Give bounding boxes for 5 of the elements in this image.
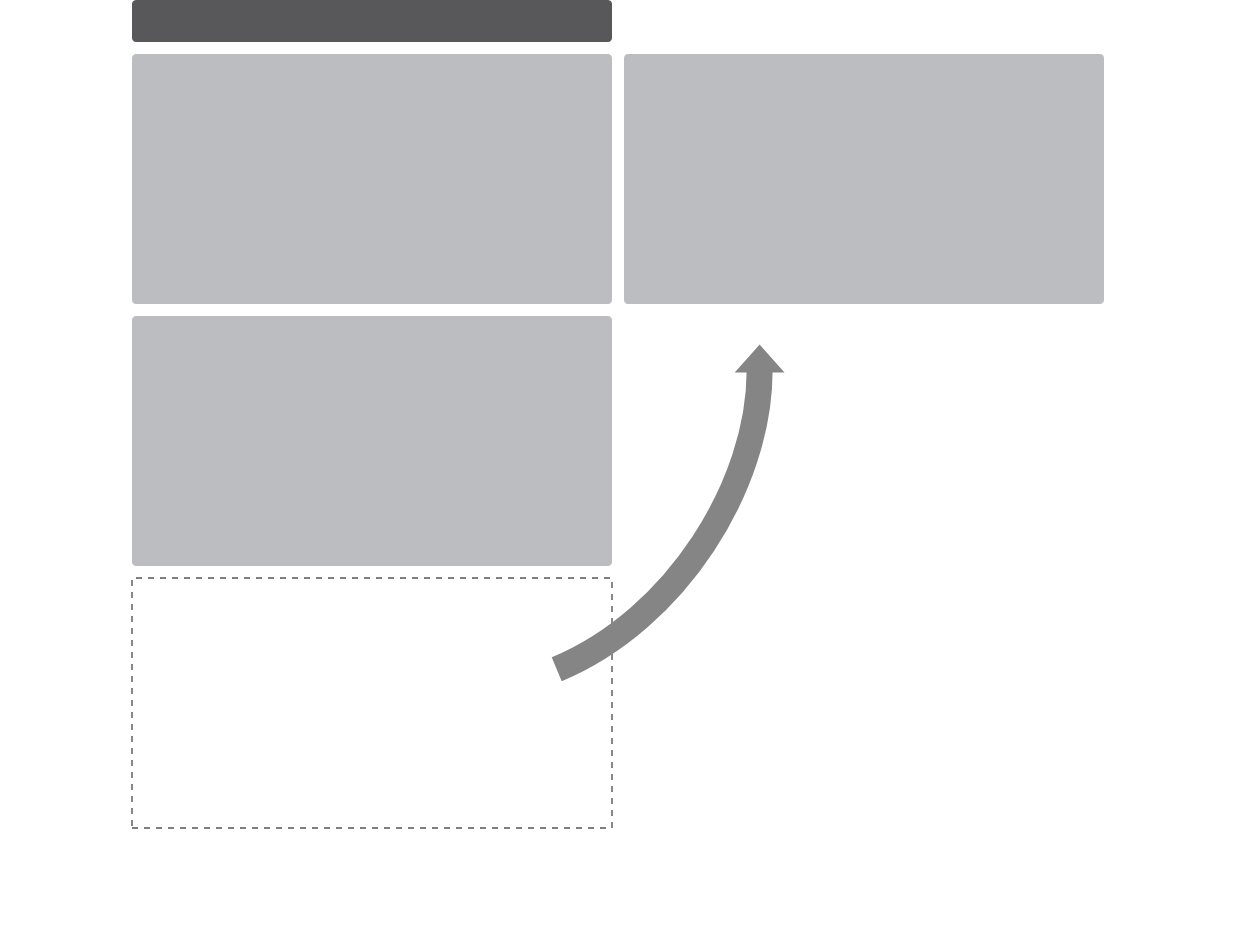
header-bar <box>132 0 612 42</box>
panel-box <box>132 316 612 566</box>
panel-box <box>624 54 1104 304</box>
panel-box <box>132 54 612 304</box>
panel-box <box>131 577 613 829</box>
